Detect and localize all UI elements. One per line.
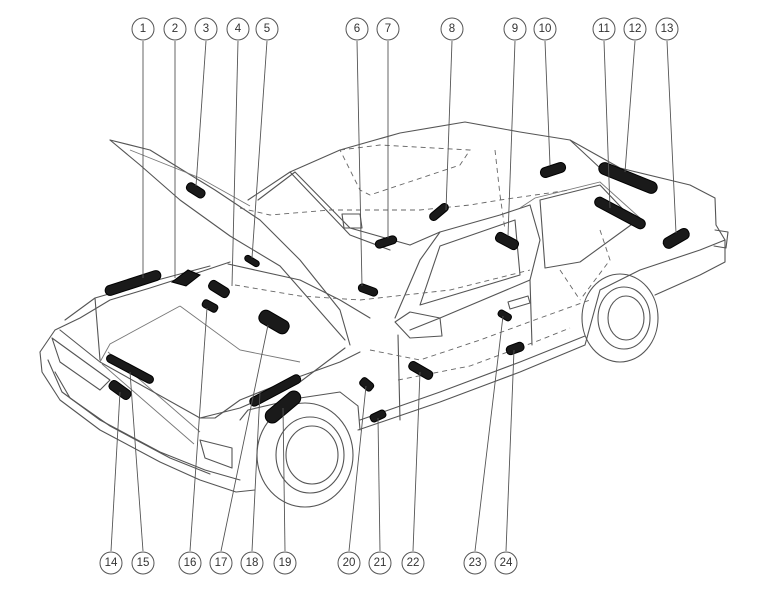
callout-10: 10 (533, 17, 557, 41)
pad-17 (258, 309, 290, 335)
pad-22 (408, 360, 434, 380)
callout-label: 15 (137, 557, 150, 569)
callout-label: 19 (279, 557, 292, 569)
pad-2 (170, 269, 201, 287)
callouts-top: 1 2 3 4 5 6 7 8 9 10 11 12 13 (131, 17, 679, 41)
callout-label: 13 (661, 23, 674, 35)
callout-11: 11 (592, 17, 616, 41)
callout-label: 1 (140, 23, 146, 35)
callout-18: 18 (240, 551, 264, 575)
callout-14: 14 (99, 551, 123, 575)
callout-17: 17 (209, 551, 233, 575)
pad-3 (185, 182, 206, 199)
pad-21 (369, 409, 387, 423)
callout-label: 17 (215, 557, 228, 569)
callout-label: 16 (184, 557, 197, 569)
callout-label: 3 (203, 23, 209, 35)
callout-label: 2 (172, 23, 178, 35)
callout-label: 12 (629, 23, 642, 35)
pad-4 (208, 279, 230, 299)
pad-24 (505, 341, 525, 356)
insulation-pads (104, 162, 690, 424)
callout-8: 8 (440, 17, 464, 41)
pad-10 (539, 162, 567, 178)
pad-9 (494, 231, 520, 251)
callout-label: 4 (235, 23, 242, 35)
pad-11 (594, 196, 646, 230)
car-outline (39, 121, 729, 508)
pad-20 (359, 377, 375, 392)
callout-24: 24 (494, 551, 518, 575)
callout-label: 5 (264, 23, 270, 35)
pad-5 (244, 254, 260, 268)
pad-1 (104, 270, 162, 296)
pad-12 (598, 162, 658, 194)
callout-19: 19 (273, 551, 297, 575)
callout-23: 23 (463, 551, 487, 575)
callout-label: 6 (354, 23, 360, 35)
pad-18 (249, 374, 302, 407)
callout-label: 7 (385, 23, 391, 35)
pad-14 (108, 379, 132, 401)
callout-21: 21 (368, 551, 392, 575)
callout-16: 16 (178, 551, 202, 575)
callout-label: 23 (469, 557, 482, 569)
pad-23 (497, 309, 512, 322)
pad-6 (357, 283, 379, 297)
callout-2: 2 (163, 17, 187, 41)
pad-13 (662, 228, 690, 249)
callout-label: 20 (343, 557, 356, 569)
pad-7 (374, 235, 398, 249)
callout-label: 21 (374, 557, 387, 569)
callout-15: 15 (131, 551, 155, 575)
callout-label: 11 (598, 23, 610, 35)
pad-16 (201, 299, 219, 313)
callout-label: 18 (246, 557, 259, 569)
callout-9: 9 (503, 17, 527, 41)
callout-4: 4 (226, 17, 250, 41)
callout-7: 7 (376, 17, 400, 41)
callout-22: 22 (401, 551, 425, 575)
callout-label: 24 (500, 557, 513, 569)
pad-8 (429, 203, 449, 221)
callout-20: 20 (337, 551, 361, 575)
callout-label: 8 (449, 23, 455, 35)
callout-1: 1 (131, 17, 155, 41)
callout-5: 5 (255, 17, 279, 41)
pad-19 (264, 390, 302, 424)
callout-3: 3 (194, 17, 218, 41)
callouts-bottom: 14 15 16 17 18 19 20 21 22 23 24 (99, 551, 518, 575)
callout-label: 9 (512, 23, 518, 35)
callout-13: 13 (655, 17, 679, 41)
leader-lines (110, 40, 677, 552)
callout-12: 12 (623, 17, 647, 41)
callout-label: 14 (105, 557, 118, 569)
callout-6: 6 (345, 17, 369, 41)
pad-15 (106, 354, 154, 384)
callout-label: 22 (407, 557, 420, 569)
callout-label: 10 (539, 23, 552, 35)
